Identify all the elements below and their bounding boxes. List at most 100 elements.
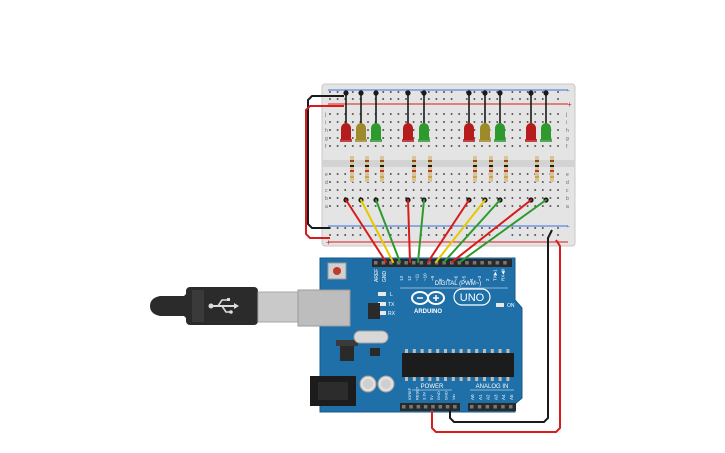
power-pin-label: 3.3V	[422, 391, 427, 400]
tie-hole	[534, 113, 537, 115]
led-rim	[355, 139, 367, 142]
chip-pin	[459, 349, 463, 353]
chip-pin	[436, 349, 440, 353]
tie-hole	[389, 113, 392, 115]
tie-hole	[526, 121, 529, 123]
rail-hole	[435, 98, 438, 100]
resistor-band	[350, 170, 354, 172]
led	[419, 123, 429, 140]
chip-pin	[420, 377, 424, 381]
tie-hole	[549, 189, 552, 191]
tie-hole	[344, 181, 347, 183]
reset-button-cap[interactable]	[333, 267, 341, 275]
resistor	[365, 156, 369, 182]
aref-label: AREF	[374, 269, 380, 282]
uno-badge	[453, 288, 491, 306]
tie-hole	[526, 205, 529, 207]
resistor-band	[412, 165, 416, 167]
chip-pin	[405, 377, 408, 381]
rail-hole	[541, 234, 544, 236]
power-pin-label: GND	[436, 391, 441, 400]
gnd-label: GND	[382, 271, 388, 283]
tie-hole	[397, 137, 400, 139]
resistor-band	[504, 160, 508, 162]
tie-hole	[534, 121, 537, 123]
resistor-band	[550, 176, 554, 178]
tie-hole	[389, 181, 392, 183]
tie-hole	[496, 197, 499, 199]
tie-hole	[549, 145, 552, 147]
resistor-band	[350, 160, 354, 162]
tie-hole	[443, 205, 445, 207]
tie-hole	[481, 121, 483, 123]
signal-wire	[443, 199, 501, 263]
tie-hole	[443, 129, 445, 131]
tie-hole	[382, 145, 385, 147]
rail-hole	[473, 234, 476, 236]
header-pin	[374, 261, 378, 265]
digital-pin-label: 2	[485, 278, 490, 281]
rail-hole	[420, 98, 423, 100]
rail-hole	[541, 98, 544, 100]
tie-hole	[526, 181, 529, 183]
tie-hole	[465, 121, 468, 123]
tie-hole	[420, 197, 423, 199]
tie-hole	[541, 197, 544, 199]
resistor-band	[428, 170, 432, 172]
tie-hole	[329, 121, 331, 123]
tie-hole	[511, 197, 514, 199]
tie-hole	[336, 181, 339, 183]
rail-hole	[450, 234, 453, 236]
tie-hole	[435, 205, 438, 207]
tie-hole	[541, 113, 544, 115]
tie-hole	[329, 189, 331, 191]
rail-hole	[534, 234, 537, 236]
tie-hole	[519, 189, 521, 191]
resistor	[350, 156, 354, 182]
bottom-pin-holes	[402, 405, 513, 409]
tie-hole	[336, 113, 339, 115]
tie-hole	[412, 197, 415, 199]
rail-hole	[435, 234, 438, 236]
tie-hole	[367, 145, 369, 147]
rail-hole	[435, 227, 438, 229]
resistor	[550, 156, 554, 182]
lead-node	[358, 90, 364, 96]
rail-plus-label-bottom: +	[326, 238, 331, 247]
tie-hole	[526, 113, 529, 115]
row-letter: h	[325, 128, 328, 134]
tie-hole	[367, 129, 369, 131]
tie-hole	[382, 113, 385, 115]
tie-hole	[534, 197, 537, 199]
tie-hole	[557, 113, 559, 115]
tie-hole	[382, 197, 385, 199]
tie-hole	[458, 137, 461, 139]
tie-hole	[450, 113, 453, 115]
tie-hole	[519, 197, 521, 199]
resistor-band	[380, 160, 384, 162]
tie-hole	[496, 181, 499, 183]
rail-hole	[351, 91, 354, 93]
signal-wires	[345, 199, 547, 263]
digital-pin-label: RX◀0	[500, 268, 505, 281]
tie-hole	[427, 145, 430, 147]
tie-hole	[557, 129, 559, 131]
tie-hole	[473, 189, 476, 191]
digital-pin-label: ~3	[477, 275, 482, 281]
row-letter: j	[565, 112, 567, 118]
digital-pin-label: TX▶1	[493, 269, 498, 281]
header-pin	[488, 261, 492, 265]
tie-hole	[329, 181, 331, 183]
chip-pin	[412, 377, 416, 381]
lead-node	[466, 90, 472, 96]
tie-hole	[458, 129, 461, 131]
tie-hole	[503, 145, 506, 147]
rail-hole	[374, 234, 377, 236]
header-pin	[409, 405, 413, 409]
tie-hole	[511, 121, 514, 123]
led	[480, 123, 490, 140]
atmega-pins	[405, 349, 510, 381]
tie-hole	[458, 121, 461, 123]
chip-pin	[498, 377, 502, 381]
